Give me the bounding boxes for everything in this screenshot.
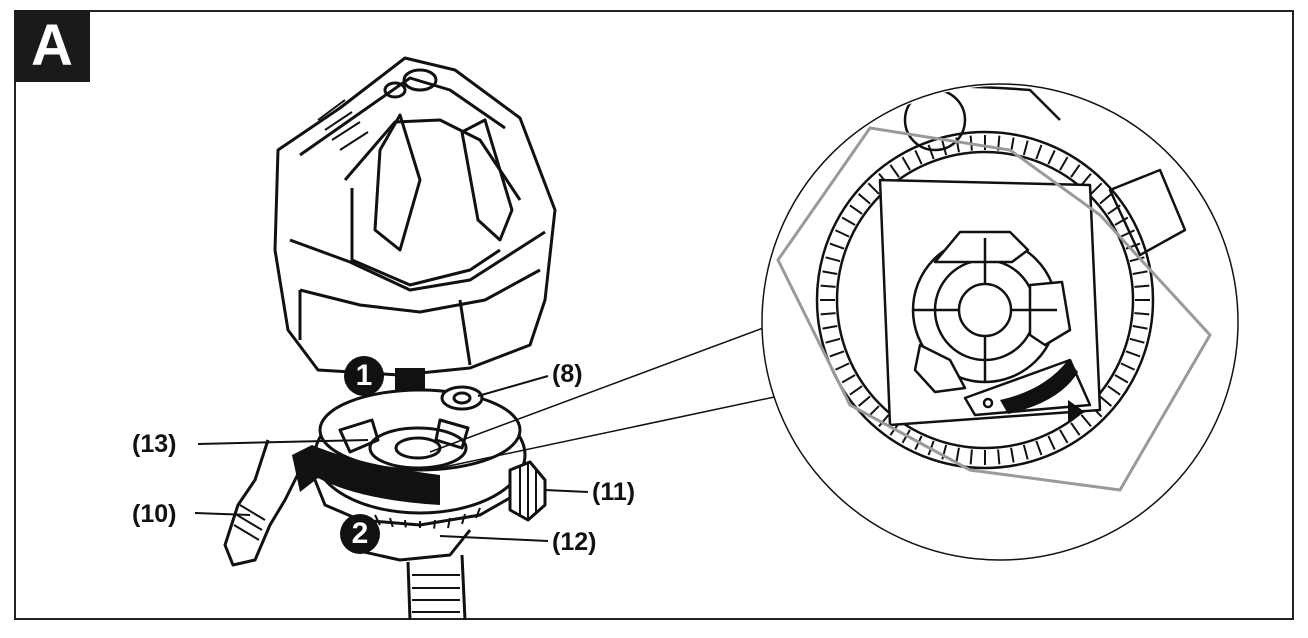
scale-tick [1134, 284, 1150, 288]
figure-label: A [14, 10, 90, 82]
scale-tick [841, 374, 856, 384]
scale-tick [1120, 229, 1135, 238]
scale-tick [1070, 164, 1081, 178]
scale-tick [825, 256, 841, 263]
scale-tick [822, 270, 838, 275]
scale-tick [841, 216, 856, 226]
scale-tick [1035, 144, 1043, 160]
zoom-connectors [429, 317, 799, 471]
scale-tick [1132, 325, 1148, 330]
scale-tick [889, 164, 900, 178]
laser-level [273, 56, 557, 377]
scale-tick [1114, 216, 1129, 226]
leader-lines [194, 375, 589, 542]
step-1-marker: 1 [344, 356, 384, 396]
scale-tick [1090, 182, 1103, 195]
scale-tick [969, 449, 973, 465]
scale-tick [1125, 350, 1141, 358]
scale-tick [1120, 362, 1135, 371]
callout-10: (10) [132, 500, 177, 528]
scale-tick [1022, 140, 1029, 156]
rotated-base-outline [776, 126, 1212, 492]
scale-tick [1129, 337, 1145, 344]
scale-tick [1047, 435, 1056, 450]
scale-tick [941, 140, 948, 156]
scale-tick [1022, 444, 1029, 460]
step-2-marker: 2 [340, 514, 380, 554]
scale-tick [1059, 429, 1069, 444]
scale-tick [1132, 270, 1148, 275]
callout-8: (8) [552, 360, 583, 388]
scale-tick [857, 395, 871, 407]
scale-tick [1107, 385, 1121, 396]
detail-magnified-view [761, 83, 1239, 561]
scale-tick [955, 137, 960, 153]
detail-rotation-arrow [1000, 360, 1078, 414]
scale-tick [1099, 395, 1113, 407]
scale-tick [849, 204, 863, 215]
scale-tick [820, 312, 836, 316]
scale-tick [914, 150, 923, 165]
scale-tick [878, 414, 890, 428]
scale-tick [1070, 422, 1081, 436]
scale-tick [901, 156, 911, 171]
scale-tick [997, 449, 1001, 465]
scale-tick [867, 182, 880, 195]
callout-12: (12) [552, 528, 597, 556]
scale-tick [1129, 256, 1145, 263]
scale-tick [1010, 447, 1015, 463]
scale-tick [857, 193, 871, 205]
scale-tick [829, 350, 845, 358]
rotating-base [223, 385, 547, 621]
figure-frame [14, 10, 1294, 620]
callout-11: (11) [592, 478, 636, 506]
rotation-arrow [292, 445, 440, 505]
scale-tick [1080, 414, 1092, 428]
scale-tick [1059, 156, 1069, 171]
callout-13: (13) [132, 430, 177, 458]
scale-tick [825, 337, 841, 344]
scale-tick [927, 144, 935, 160]
scale-tick [1047, 150, 1056, 165]
scale-tick [829, 242, 845, 250]
scale-tick [835, 229, 850, 238]
scale-tick [1080, 172, 1092, 186]
scale-tick [1107, 204, 1121, 215]
scale-tick [1134, 312, 1150, 316]
scale-tick [820, 284, 836, 288]
scale-tick [1114, 374, 1129, 384]
scale-tick [955, 447, 960, 463]
scale-tick [835, 362, 850, 371]
scale-tick [822, 325, 838, 330]
scale-tick [1099, 193, 1113, 205]
scale-tick [849, 385, 863, 396]
scale-tick [1035, 440, 1043, 456]
